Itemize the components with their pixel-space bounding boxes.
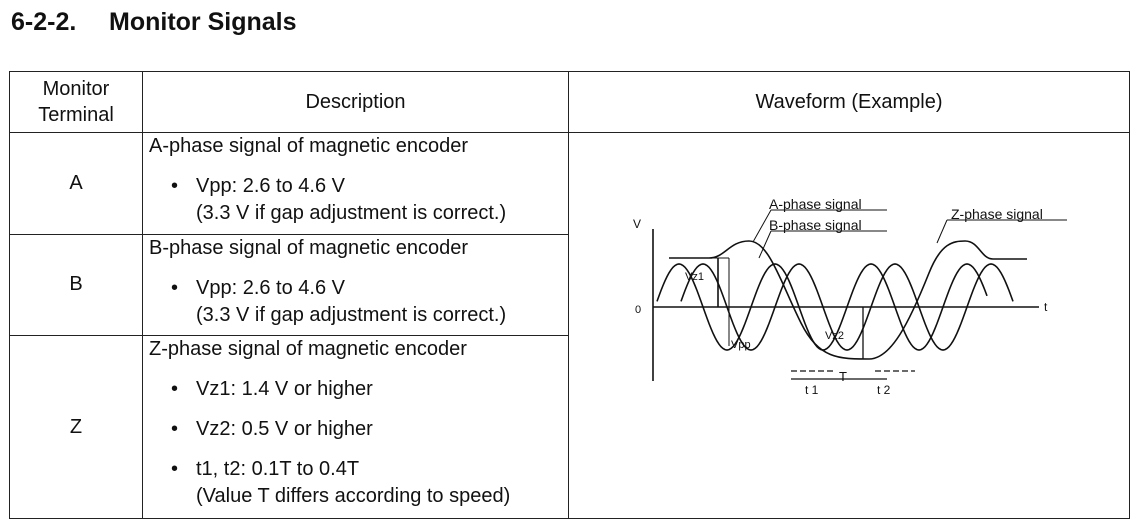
description-title: A-phase signal of magnetic encoder <box>149 135 469 157</box>
bullet-icon: • <box>171 175 179 197</box>
b-phase-label: B-phase signal <box>769 217 862 233</box>
waveform-diagram: A-phase signal B-phase signal Z-phase si… <box>633 196 1067 397</box>
bullet-list: • Vz1: 1.4 V or higher • Vz2: 0.5 V or h… <box>149 376 568 510</box>
terminal-a: A <box>9 132 143 235</box>
a-phase-label: A-phase signal <box>769 196 862 212</box>
bullet-icon: • <box>171 418 179 441</box>
vz2-label: Vz2 <box>825 330 844 342</box>
description-title: B-phase signal of magnetic encoder <box>149 236 469 259</box>
t2-label: t 2 <box>877 383 891 397</box>
list-item: • t1, t2: 0.1T to 0.4T (Value T differs … <box>149 456 568 510</box>
bullet-icon: • <box>171 378 179 401</box>
description-b: B-phase signal of magnetic encoder • Vpp… <box>142 233 569 337</box>
list-item: • Vpp: 2.6 to 4.6 V (3.3 V if gap adjust… <box>149 173 568 227</box>
bullet-line: Vpp: 2.6 to 4.6 V <box>196 175 345 197</box>
monitor-signals-table: Monitor Terminal Description Waveform (E… <box>9 71 1130 519</box>
header-monitor-terminal: Monitor Terminal <box>9 71 143 133</box>
x-axis-label: t <box>1044 300 1048 314</box>
section-heading: 6-2-2. Monitor Signals <box>11 8 297 37</box>
list-item: • Vz1: 1.4 V or higher <box>149 376 568 403</box>
terminal-z: Z <box>9 335 143 519</box>
bullet-line: Vz2: 0.5 V or higher <box>196 418 373 441</box>
bullet-icon: • <box>171 458 179 481</box>
bullet-line: Vz1: 1.4 V or higher <box>196 378 373 401</box>
table-row: A A-phase signal of magnetic encoder • V… <box>9 132 1130 519</box>
table-row: B B-phase signal of magnetic encoder • V… <box>9 233 1130 337</box>
section-title: Monitor Signals <box>109 8 297 36</box>
header-description: Description <box>142 71 569 133</box>
list-item: • Vz2: 0.5 V or higher <box>149 416 568 443</box>
bullet-note: (3.3 V if gap adjustment is correct.) <box>196 303 507 326</box>
vz1-label: Vz1 <box>685 271 704 283</box>
table-header-row: Monitor Terminal Description Waveform (E… <box>9 71 1130 133</box>
b-phase-leader <box>758 230 772 259</box>
period-label: T <box>839 369 847 384</box>
t1-label: t 1 <box>805 383 819 397</box>
list-item: • Vpp: 2.6 to 4.6 V (3.3 V if gap adjust… <box>149 275 568 329</box>
waveform-cell: A-phase signal B-phase signal Z-phase si… <box>568 132 1130 519</box>
bullet-line: t1, t2: 0.1T to 0.4T <box>196 458 360 481</box>
z-phase-waveform <box>669 240 1027 360</box>
bullet-list: • Vpp: 2.6 to 4.6 V (3.3 V if gap adjust… <box>149 275 568 329</box>
bullet-note: (Value T differs according to speed) <box>196 485 511 508</box>
bullet-icon: • <box>171 276 179 299</box>
bullet-line: Vpp: 2.6 to 4.6 V <box>196 276 345 299</box>
a-phase-leader <box>752 209 772 243</box>
z-phase-label: Z-phase signal <box>951 206 1043 222</box>
terminal-b: B <box>9 233 143 337</box>
table-row: Z Z-phase signal of magnetic encoder • V… <box>9 335 1130 519</box>
zero-label: 0 <box>635 304 641 316</box>
description-z: Z-phase signal of magnetic encoder • Vz1… <box>142 335 569 519</box>
b-phase-waveform <box>680 263 1014 351</box>
description-a: A-phase signal of magnetic encoder • Vpp… <box>142 132 569 235</box>
header-waveform: Waveform (Example) <box>568 71 1130 133</box>
y-axis-label: V <box>633 217 641 231</box>
description-title: Z-phase signal of magnetic encoder <box>149 338 467 361</box>
bullet-note: (3.3 V if gap adjustment is correct.) <box>196 202 507 224</box>
bullet-list: • Vpp: 2.6 to 4.6 V (3.3 V if gap adjust… <box>149 173 568 227</box>
section-number: 6-2-2. <box>11 8 77 36</box>
vpp-label: Vpp <box>731 339 751 351</box>
z-phase-leader <box>936 219 948 244</box>
